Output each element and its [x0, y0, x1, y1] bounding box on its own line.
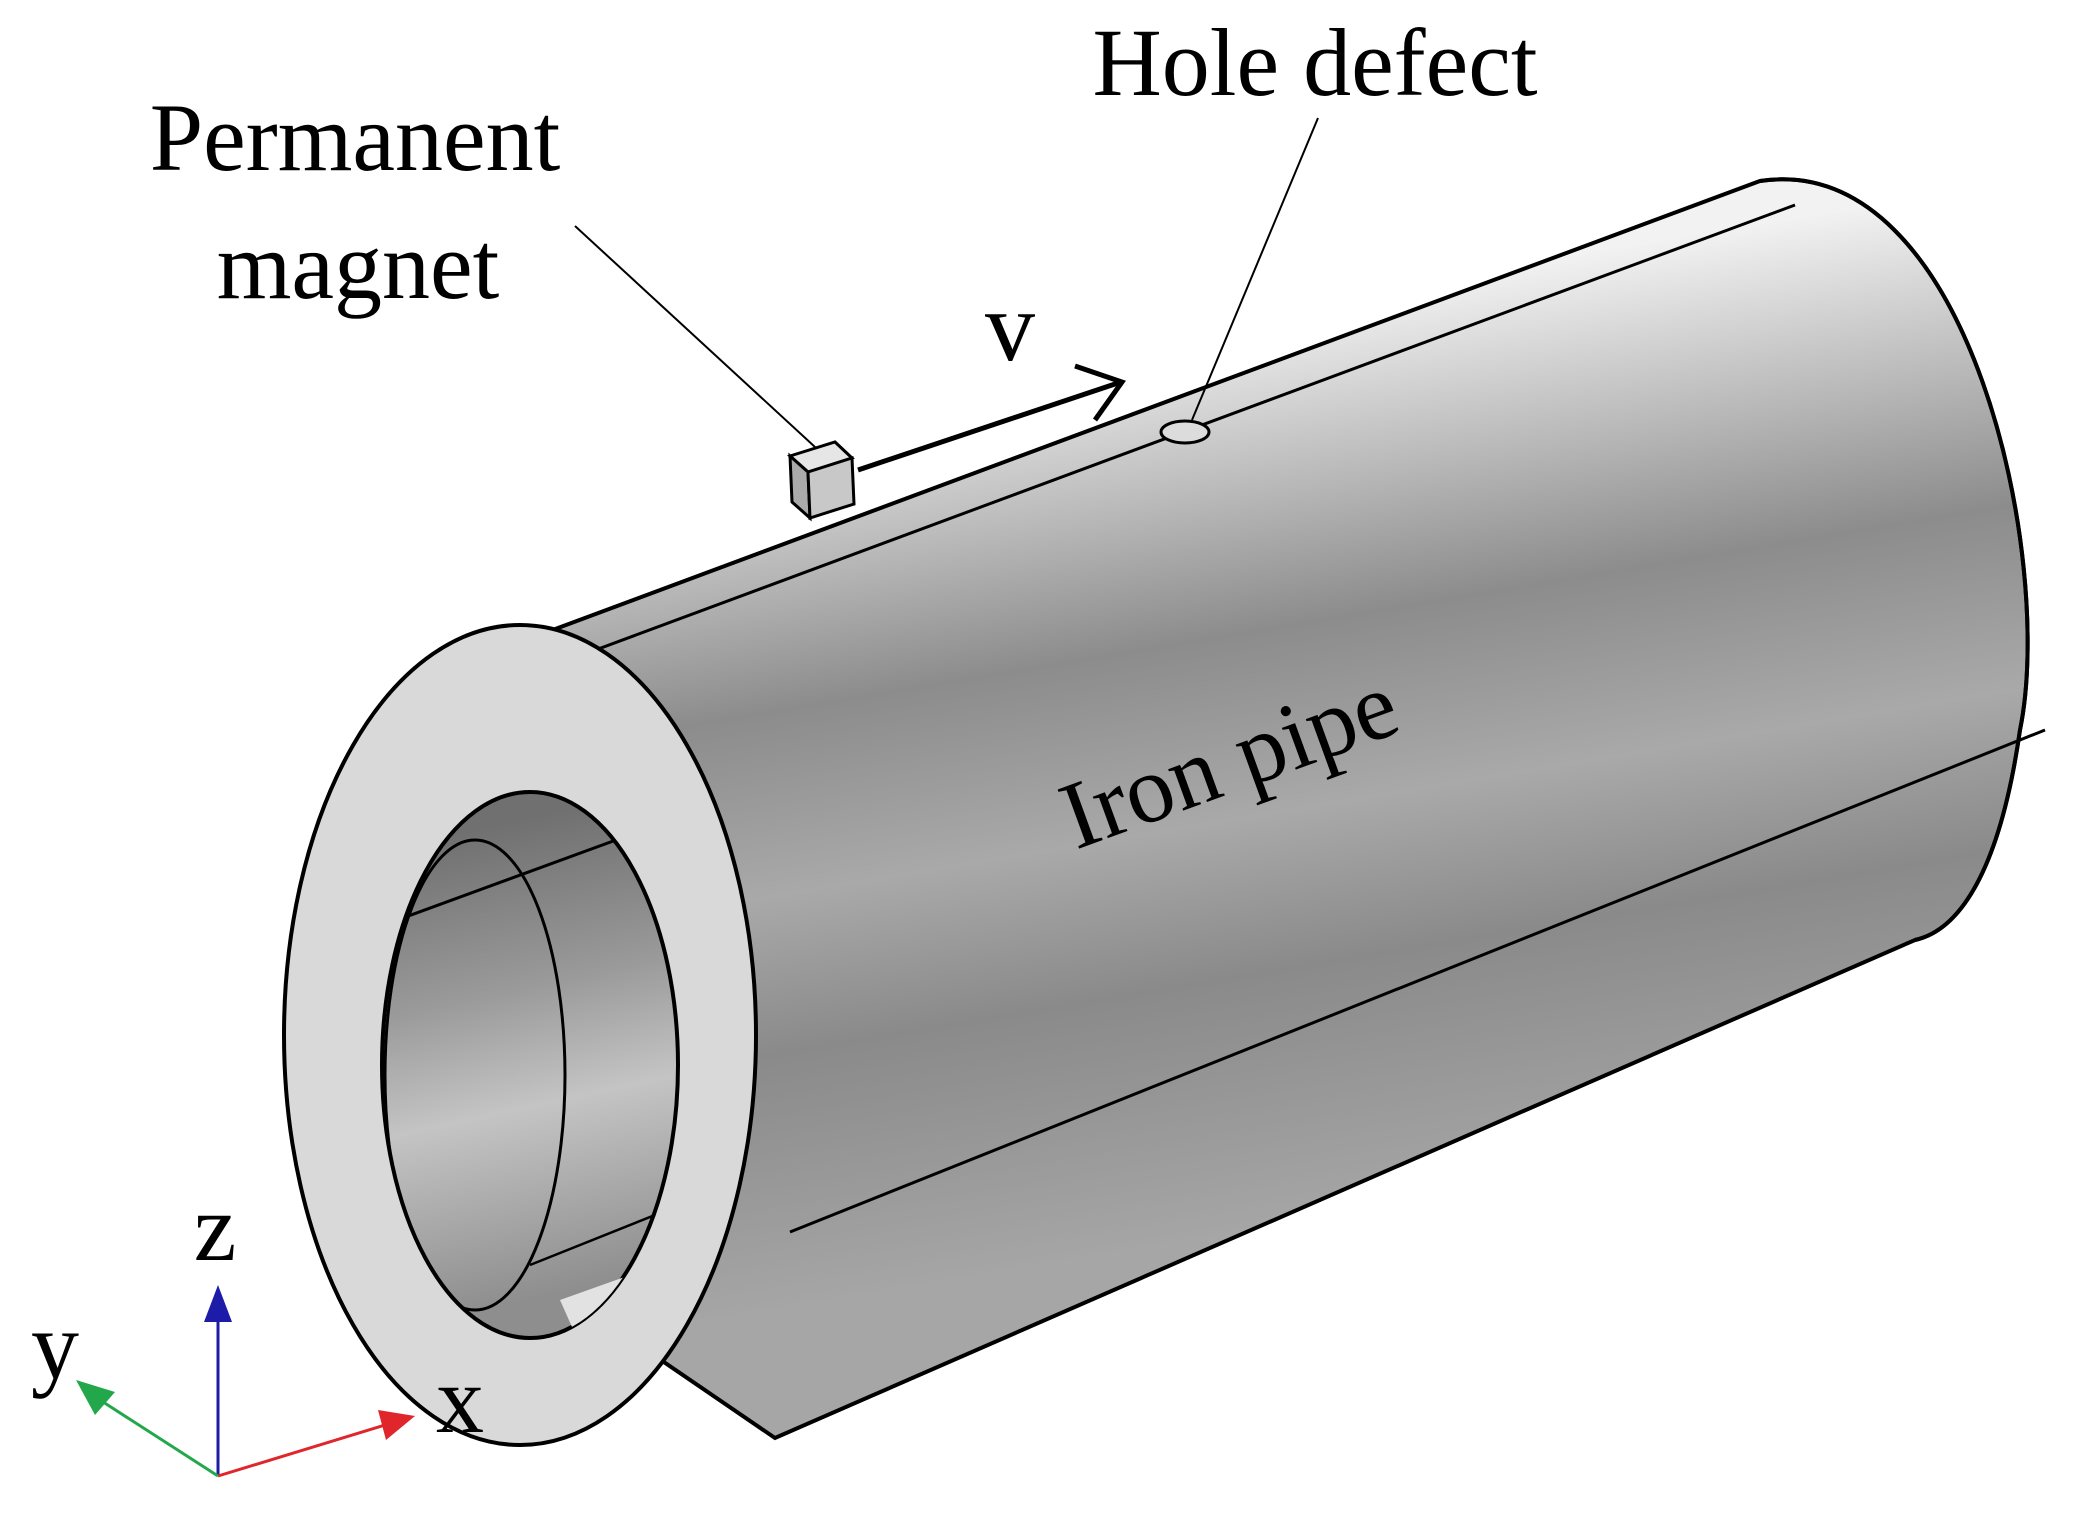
axis-x-label: x: [436, 1346, 484, 1453]
axis-y-line: [99, 1398, 219, 1478]
axis-z-arrowhead: [204, 1285, 232, 1322]
axis-triad: z y x: [31, 1174, 484, 1478]
axis-x-line: [217, 1423, 386, 1478]
pipe-side-seam: [789, 728, 2046, 1234]
velocity-arrowhead: [1074, 363, 1126, 422]
magnet-leader: [574, 225, 816, 448]
pipe-top-seam: [519, 203, 1796, 680]
pipe-far-edge: [1759, 177, 2030, 942]
magnet-label-line2: magnet: [217, 212, 500, 319]
axis-y-label: y: [31, 1292, 79, 1399]
permanent-magnet: [787, 440, 856, 522]
hole-leader: [1191, 117, 1319, 421]
velocity-label: v: [985, 271, 1035, 382]
hole-defect: [1159, 419, 1211, 445]
axis-x-arrowhead: [378, 1410, 415, 1440]
velocity-arrow: [857, 380, 1119, 473]
axis-z-label: z: [194, 1174, 237, 1281]
axis-y-arrowhead: [76, 1380, 115, 1415]
pipe-bore: [380, 790, 680, 1340]
magnet-label-line1: Permanent: [150, 84, 561, 191]
hole-defect-label: Hole defect: [1092, 9, 1537, 116]
